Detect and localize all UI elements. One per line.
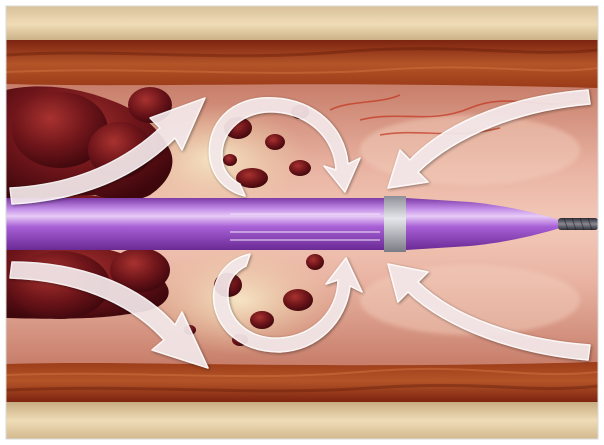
outer-wall-bottom xyxy=(6,398,598,439)
thrombectomy-catheter xyxy=(6,196,560,252)
catheter-marker-band xyxy=(384,196,406,252)
vessel-wall-top xyxy=(6,40,598,88)
vessel-wall-bottom xyxy=(6,360,598,402)
blood-vessel xyxy=(6,6,598,439)
guidewire xyxy=(558,218,598,230)
